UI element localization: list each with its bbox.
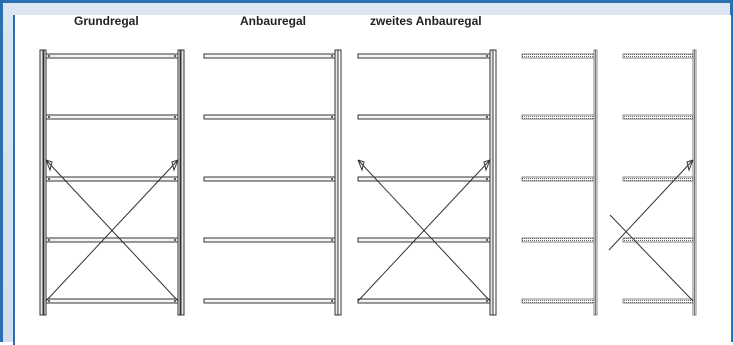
grundregal-cross-brace [45, 159, 179, 302]
anbauregal-post-inner [337, 49, 342, 316]
zweites-anbauregal-cross-brace [357, 159, 491, 302]
grundregal-right-post [180, 49, 185, 316]
dotted-shelf-two-post [692, 49, 697, 316]
dotted-shelf-one-post [593, 49, 598, 316]
label-grundregal: Grundregal [74, 14, 139, 28]
grundregal-shelves [45, 53, 179, 304]
anbauregal-rivets [331, 55, 333, 302]
zweites-anbauregal-post-inner [492, 49, 497, 316]
grundregal-left-post [39, 49, 44, 316]
grundregal-rivets [48, 55, 176, 302]
label-anbauregal: Anbauregal [240, 14, 307, 28]
grundregal-right-post-inner [177, 49, 181, 316]
dotted-shelf-one-shelves [521, 53, 595, 304]
zweites-anbauregal-rivets [486, 55, 488, 302]
dotted-shelf-two-cross-brace [608, 159, 694, 302]
dotted-shelf-two [608, 49, 697, 316]
zweites-anbauregal-shelf [357, 49, 497, 316]
grundregal-shelf [39, 49, 185, 316]
anbauregal-shelves [203, 53, 336, 304]
zweites-anbauregal-shelves [357, 53, 491, 304]
dotted-shelf-two-shelves [622, 53, 694, 304]
grundregal-left-post-inner [43, 49, 47, 316]
dotted-shelf-one [521, 49, 598, 316]
anbauregal-shelf [203, 49, 342, 316]
label-zweites-anbauregal: zweites Anbauregal [370, 14, 482, 28]
